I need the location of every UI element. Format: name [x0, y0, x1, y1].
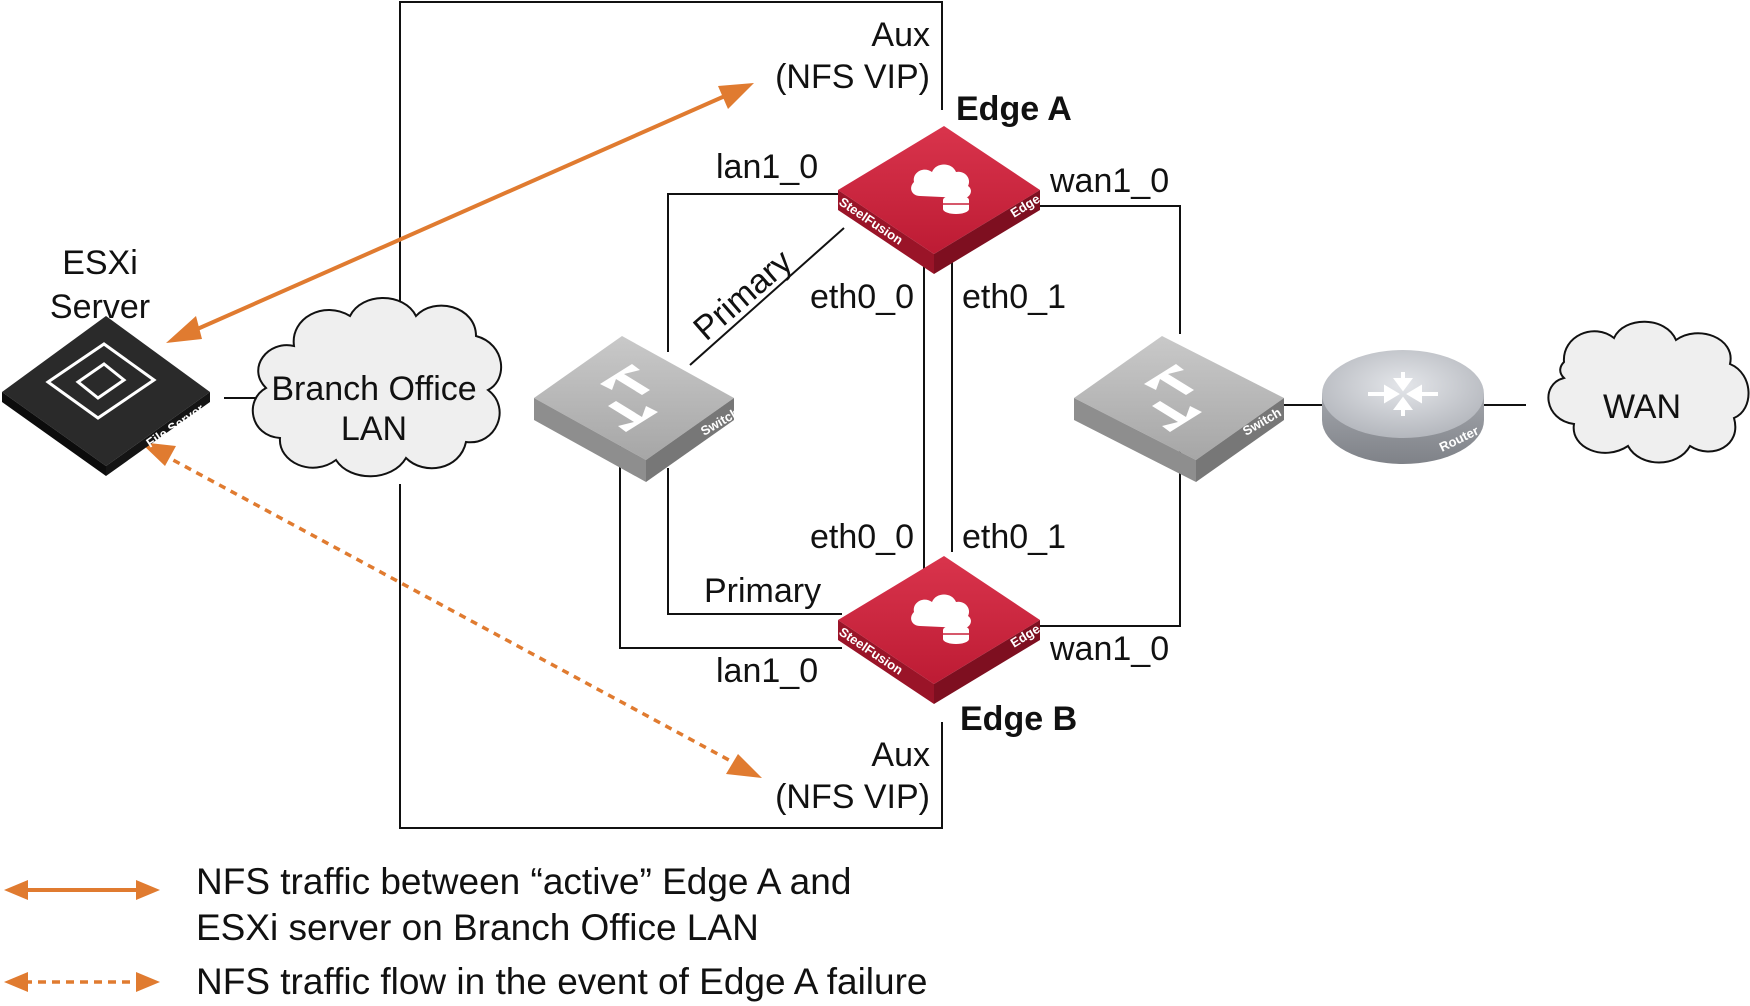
aux-link-edge-a: [399, 1, 943, 318]
edge-b-eth0-label: eth0_0: [810, 518, 914, 556]
cloud-storage-icon: [911, 594, 971, 644]
router-arrows-icon: [1368, 372, 1438, 416]
switch-left: Switch: [534, 336, 742, 482]
primary-link-edge-b: [667, 468, 842, 615]
edge-b-aux-nfs-vip-label: (NFS VIP): [775, 778, 930, 816]
edge-a-eth0-label: eth0_0: [810, 278, 914, 316]
primary-label-b: Primary: [704, 572, 821, 610]
legend: NFS traffic between “active” Edge A and …: [4, 861, 928, 1002]
aux-link-edge-b: [399, 484, 943, 829]
esxi-title-line1: ESXi: [62, 244, 138, 282]
edge-a-wan-label: wan1_0: [1049, 162, 1169, 200]
lan-link-edge-a: [667, 193, 842, 352]
router: Router: [1322, 350, 1484, 464]
edge-a-aux-nfs-vip-label: (NFS VIP): [775, 58, 930, 96]
edge-a-name: Edge A: [956, 90, 1072, 128]
wan-cloud-label: WAN: [1603, 388, 1681, 426]
edge-b-eth1-label: eth0_1: [962, 518, 1066, 556]
legend-solid-line2: ESXi server on Branch Office LAN: [196, 907, 759, 948]
edge-b-lan-label: lan1_0: [716, 652, 818, 690]
esxi-title-line2: Server: [50, 288, 150, 326]
switch-arrows-icon: [600, 364, 658, 432]
switch-arrows-icon: [1144, 364, 1202, 432]
nfs-failover-arrow: [140, 442, 762, 778]
edge-b-aux-label: Aux: [871, 736, 930, 774]
lan-cloud-line1: Branch Office: [271, 370, 476, 408]
nfs-active-arrow: [166, 83, 754, 343]
cloud-storage-icon: [911, 164, 971, 214]
legend-solid-arrow: [4, 880, 160, 900]
edge-a-appliance: SteelFusion Edge: [836, 126, 1043, 274]
wan-link-edge-a: [1040, 205, 1181, 334]
edge-b-wan-label: wan1_0: [1049, 630, 1169, 668]
edge-a-eth1-label: eth0_1: [962, 278, 1066, 316]
legend-dashed-arrow: [4, 972, 160, 992]
edge-a-lan-label: lan1_0: [716, 148, 818, 186]
edge-b-name: Edge B: [960, 700, 1077, 738]
edge-a-aux-label: Aux: [871, 16, 930, 54]
wan-cloud: WAN: [1547, 320, 1750, 464]
primary-link-edge-a: [689, 227, 845, 366]
file-server-icon: [45, 342, 157, 420]
edge-b-appliance: SteelFusion Edge: [836, 556, 1043, 704]
lan-link-edge-b: [619, 446, 842, 649]
lan-cloud-line2: LAN: [341, 410, 407, 448]
legend-dashed-line1: NFS traffic flow in the event of Edge A …: [196, 961, 928, 1002]
primary-label-a: Primary: [686, 243, 799, 349]
branch-office-lan-cloud: Branch Office LAN: [251, 297, 503, 478]
wan-link-edge-b: [1040, 448, 1181, 627]
switch-right: Switch: [1074, 336, 1284, 482]
links: [224, 1, 1526, 829]
legend-solid-line1: NFS traffic between “active” Edge A and: [196, 861, 851, 902]
